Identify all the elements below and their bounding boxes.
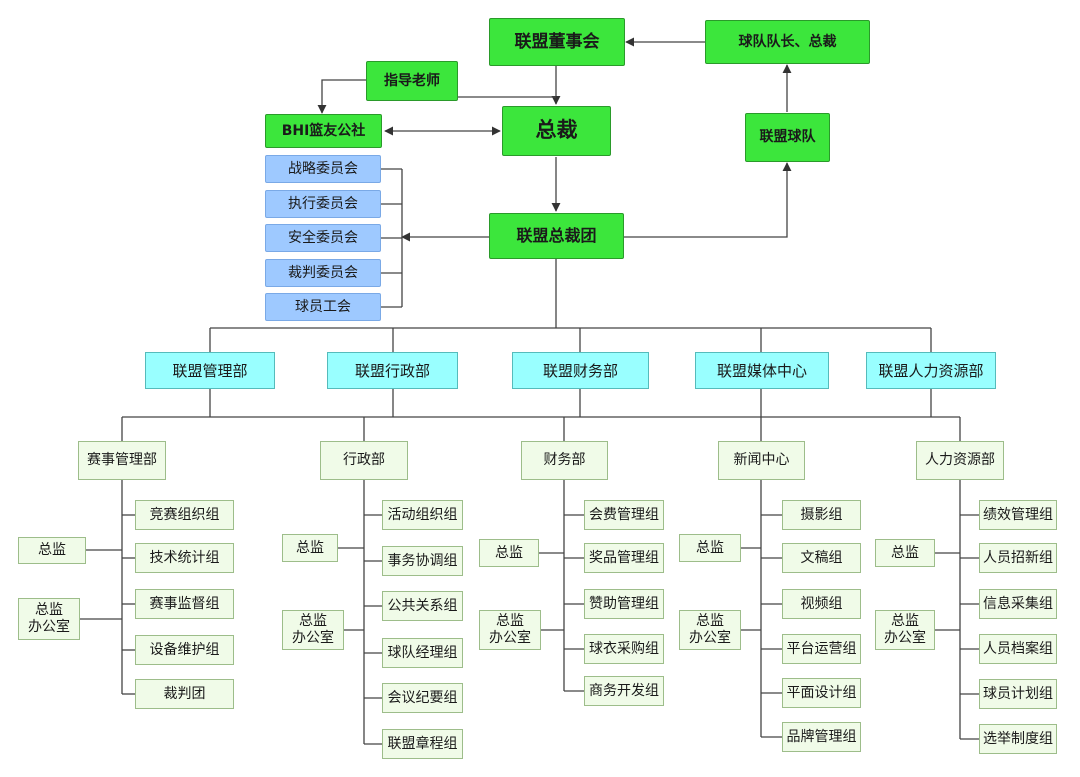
board-box: 联盟董事会 bbox=[489, 18, 625, 66]
group-box: 活动组织组 bbox=[382, 500, 463, 530]
group-box: 赛事监督组 bbox=[135, 589, 234, 619]
group-box: 人员招新组 bbox=[979, 543, 1057, 573]
group-box: 裁判团 bbox=[135, 679, 234, 709]
committee-box: 裁判委员会 bbox=[265, 259, 381, 287]
advisor-to-bhi-arrow bbox=[317, 79, 366, 114]
group-box: 技术统计组 bbox=[135, 543, 234, 573]
group-box: 联盟章程组 bbox=[382, 729, 463, 759]
director-box: 总监 bbox=[282, 534, 338, 562]
group-box: 奖品管理组 bbox=[584, 543, 664, 573]
group-box: 赞助管理组 bbox=[584, 589, 664, 619]
director-box: 总监 bbox=[875, 539, 935, 567]
branch-head: 人力资源部 bbox=[916, 441, 1004, 480]
director-office-box: 总监 办公室 bbox=[875, 610, 935, 650]
group-box: 球衣采购组 bbox=[584, 634, 664, 664]
department-box: 联盟行政部 bbox=[327, 352, 458, 389]
group-box: 公共关系组 bbox=[382, 591, 463, 621]
group-box: 竞赛组织组 bbox=[135, 500, 234, 530]
group-box: 会费管理组 bbox=[584, 500, 664, 530]
group-box: 球队经理组 bbox=[382, 638, 463, 668]
group-box: 绩效管理组 bbox=[979, 500, 1057, 530]
director-office-box: 总监 办公室 bbox=[479, 610, 541, 650]
director-box: 总监 bbox=[479, 539, 539, 567]
branch-head: 新闻中心 bbox=[718, 441, 805, 480]
group-box: 商务开发组 bbox=[584, 676, 664, 706]
director-box: 总监 bbox=[679, 534, 741, 562]
department-box: 联盟管理部 bbox=[145, 352, 275, 389]
department-box: 联盟人力资源部 bbox=[866, 352, 996, 389]
committee-box: 球员工会 bbox=[265, 293, 381, 321]
group-box: 摄影组 bbox=[782, 500, 861, 530]
executive-to-teams-arrow bbox=[624, 162, 792, 238]
executive-box: 联盟总裁团 bbox=[489, 213, 624, 259]
group-box: 会议纪要组 bbox=[382, 683, 463, 713]
group-box: 文稿组 bbox=[782, 543, 861, 573]
director-office-box: 总监 办公室 bbox=[679, 610, 741, 650]
group-box: 平台运营组 bbox=[782, 634, 861, 664]
director-office-box: 总监 办公室 bbox=[282, 610, 344, 650]
committee-box: 安全委员会 bbox=[265, 224, 381, 252]
bhi-box: BHI篮友公社 bbox=[265, 114, 382, 148]
group-box: 平面设计组 bbox=[782, 678, 861, 708]
group-box: 视频组 bbox=[782, 589, 861, 619]
advisor-box: 指导老师 bbox=[366, 61, 458, 101]
league-teams-box: 联盟球队 bbox=[745, 113, 830, 162]
group-box: 人员档案组 bbox=[979, 634, 1057, 664]
director-box: 总监 bbox=[18, 537, 86, 564]
branch-head: 财务部 bbox=[521, 441, 608, 480]
committee-box: 执行委员会 bbox=[265, 190, 381, 218]
branch-head: 行政部 bbox=[320, 441, 408, 480]
group-box: 选举制度组 bbox=[979, 724, 1057, 754]
president-box: 总裁 bbox=[502, 106, 611, 156]
director-office-box: 总监 办公室 bbox=[18, 598, 80, 640]
department-box: 联盟财务部 bbox=[512, 352, 649, 389]
captains-president-box: 球队队长、总裁 bbox=[705, 20, 870, 64]
department-box: 联盟媒体中心 bbox=[695, 352, 829, 389]
group-box: 球员计划组 bbox=[979, 679, 1057, 709]
group-box: 事务协调组 bbox=[382, 546, 463, 576]
committee-box: 战略委员会 bbox=[265, 155, 381, 183]
group-box: 设备维护组 bbox=[135, 635, 234, 665]
group-box: 品牌管理组 bbox=[782, 722, 861, 752]
group-box: 信息采集组 bbox=[979, 589, 1057, 619]
branch-head: 赛事管理部 bbox=[78, 441, 166, 480]
